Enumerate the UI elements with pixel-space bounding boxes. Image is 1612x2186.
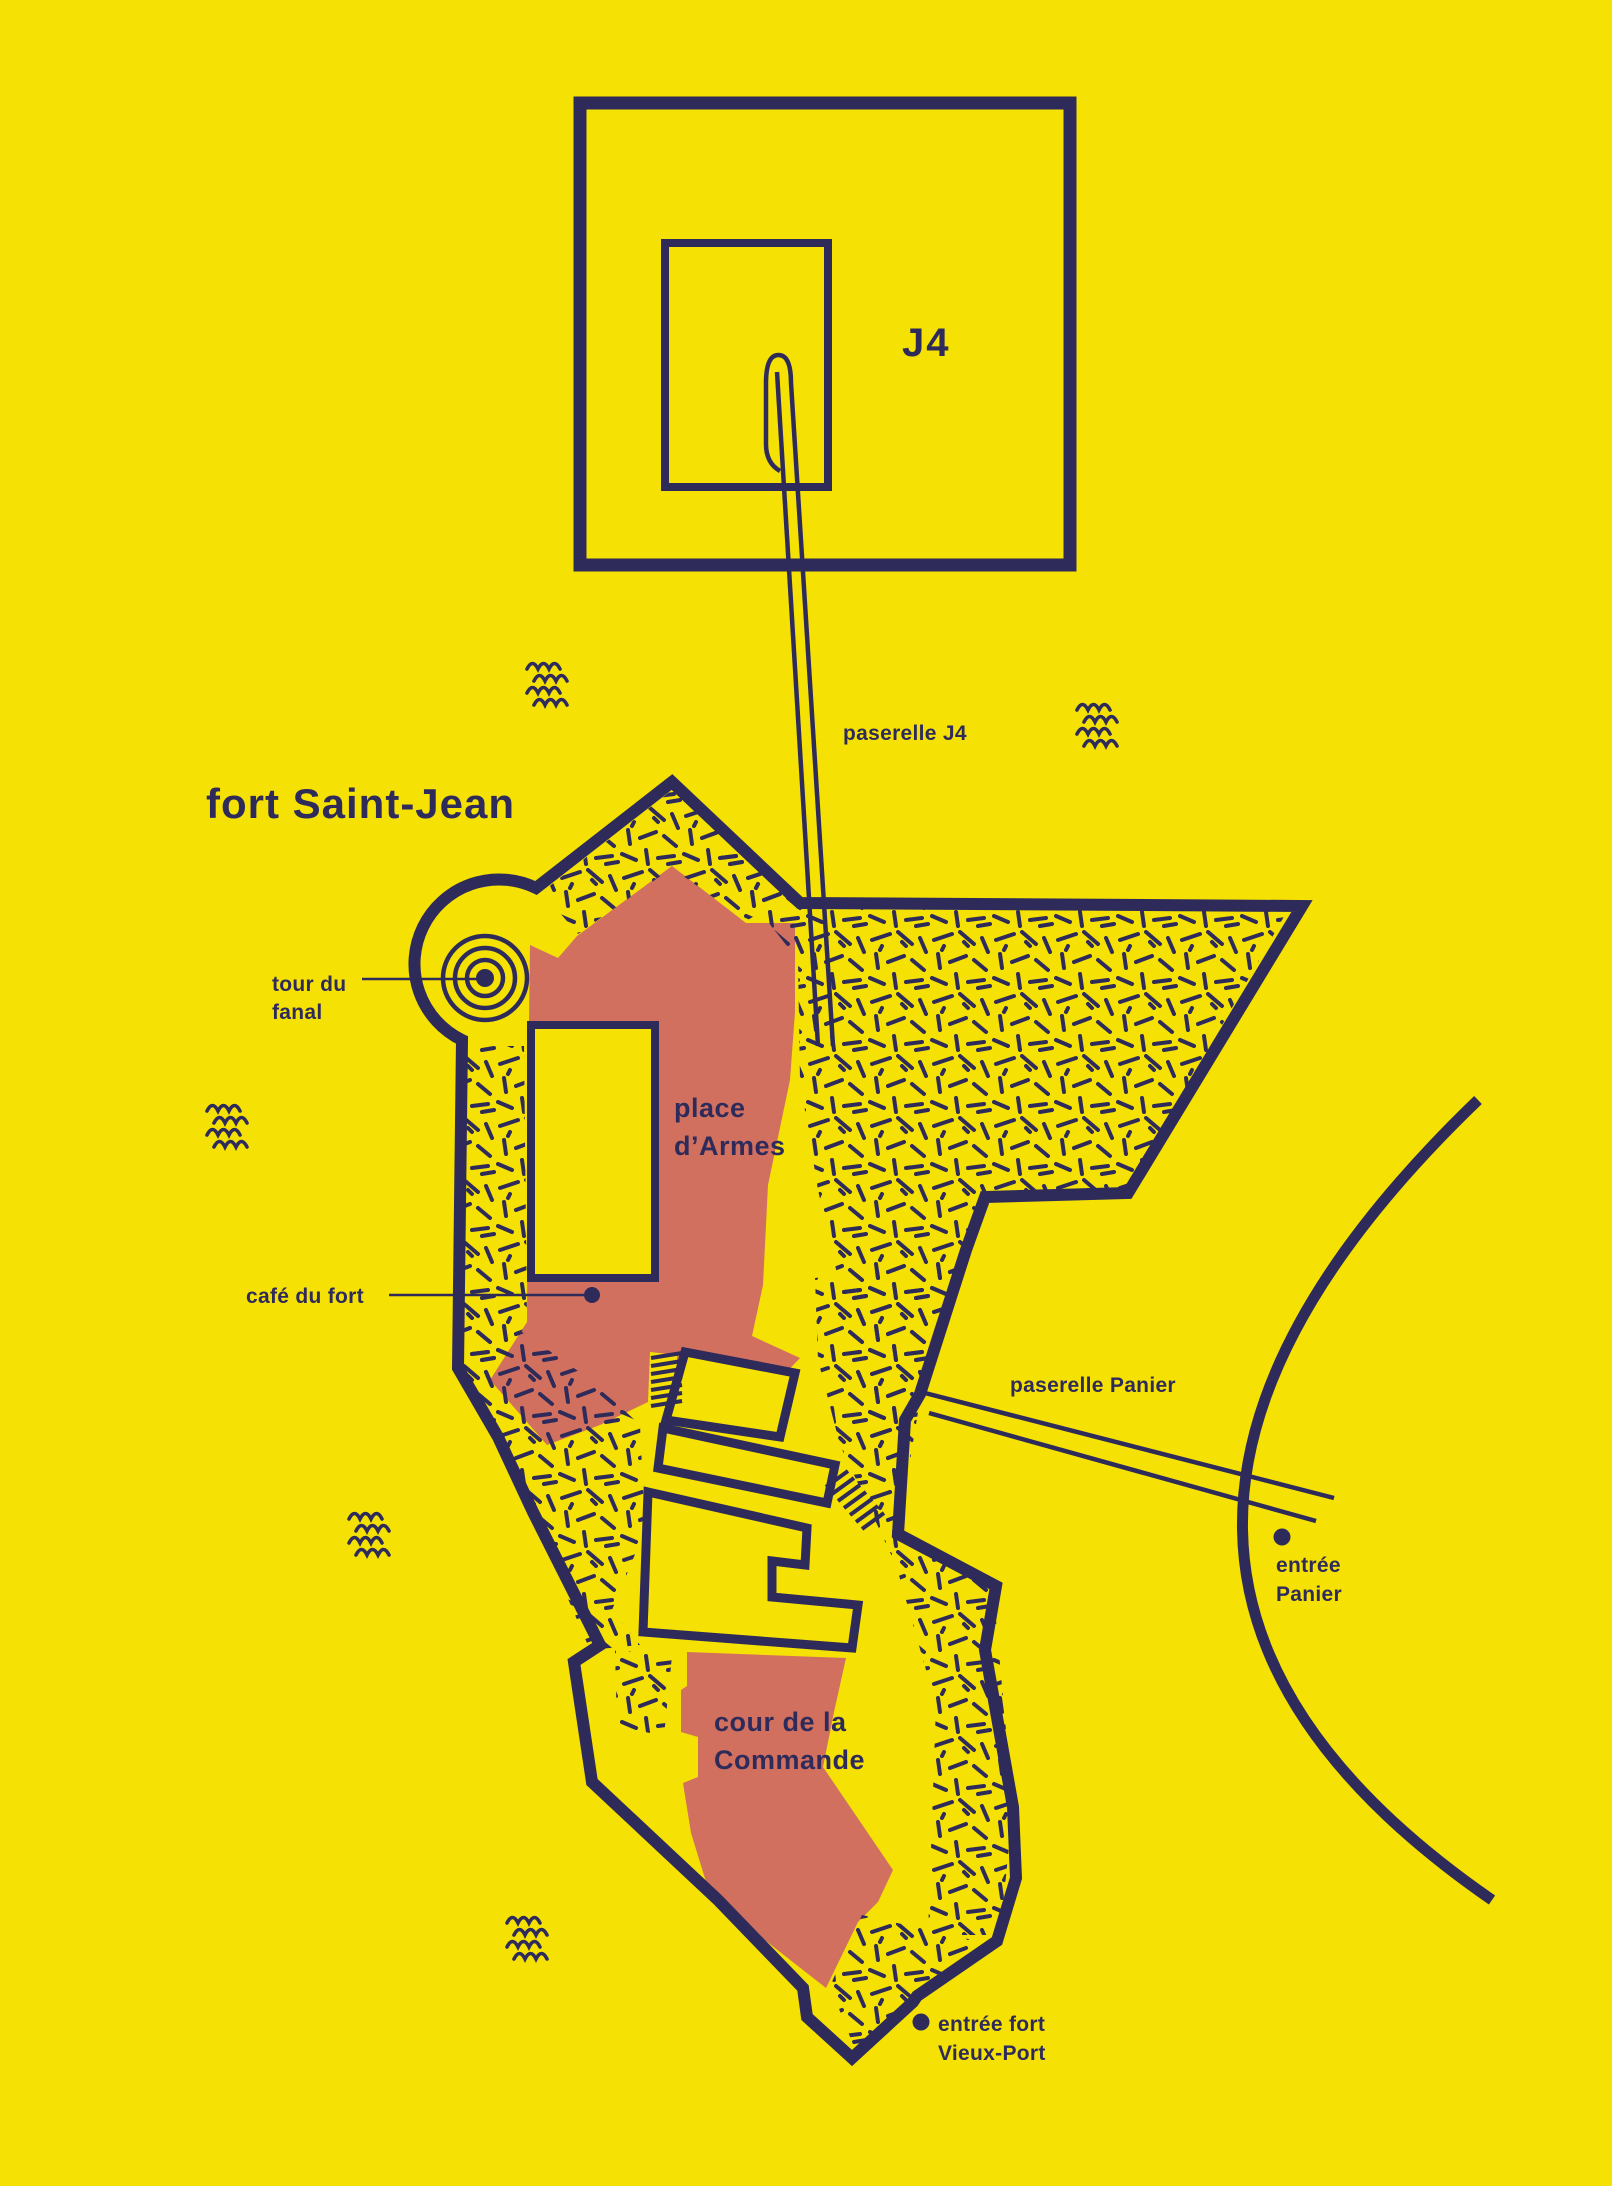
cafe-du-fort-label: café du fort xyxy=(246,1285,364,1308)
tour-du-fanal-label: tour du fanal xyxy=(272,973,346,1024)
place-darmes-label: place d’Armes xyxy=(674,1093,786,1161)
j4-label: J4 xyxy=(902,321,951,365)
svg-text:entrée fort: entrée fort xyxy=(938,2013,1045,2036)
stairs-icon-2 xyxy=(824,1469,886,1531)
svg-text:entrée: entrée xyxy=(1276,1554,1341,1577)
barracks-building xyxy=(527,1021,659,1282)
hatch-texture-regions xyxy=(462,790,1290,2052)
cour-commande-label: cour de la Commande xyxy=(714,1707,865,1775)
passerelle-panier-path xyxy=(924,1390,1335,1524)
fort-wall-outline xyxy=(408,774,1313,2067)
panier-shore-arc xyxy=(1237,1096,1496,1905)
entree-panier-marker xyxy=(1273,1528,1291,1546)
building-2 xyxy=(653,1422,841,1509)
j4-inner-building xyxy=(661,239,832,491)
cour-de-la-commande-area xyxy=(681,1652,893,1988)
svg-text:Vieux-Port: Vieux-Port xyxy=(938,2042,1046,2065)
paserelle-j4-label: paserelle J4 xyxy=(843,722,967,745)
fort-title: fort Saint-Jean xyxy=(206,780,515,827)
svg-text:Commande: Commande xyxy=(714,1745,865,1775)
svg-text:fanal: fanal xyxy=(272,1001,323,1024)
entree-panier-label: entrée Panier xyxy=(1276,1554,1342,1606)
cafe-du-fort-marker xyxy=(389,1287,600,1303)
svg-text:d’Armes: d’Armes xyxy=(674,1131,786,1161)
svg-text:cour de la: cour de la xyxy=(714,1707,847,1737)
fort-buildings xyxy=(527,1021,864,1653)
building-3 xyxy=(638,1486,864,1653)
building-1 xyxy=(660,1346,801,1443)
entree-fort-marker xyxy=(912,2013,930,2031)
entree-fort-label: entrée fort Vieux-Port xyxy=(938,2013,1046,2065)
stairs-icon xyxy=(650,1351,683,1408)
svg-text:place: place xyxy=(674,1093,746,1123)
j4-building-outline xyxy=(573,96,1077,572)
paserelle-panier-label: paserelle Panier xyxy=(1010,1374,1176,1397)
svg-text:Panier: Panier xyxy=(1276,1583,1342,1606)
svg-text:tour du: tour du xyxy=(272,973,346,996)
